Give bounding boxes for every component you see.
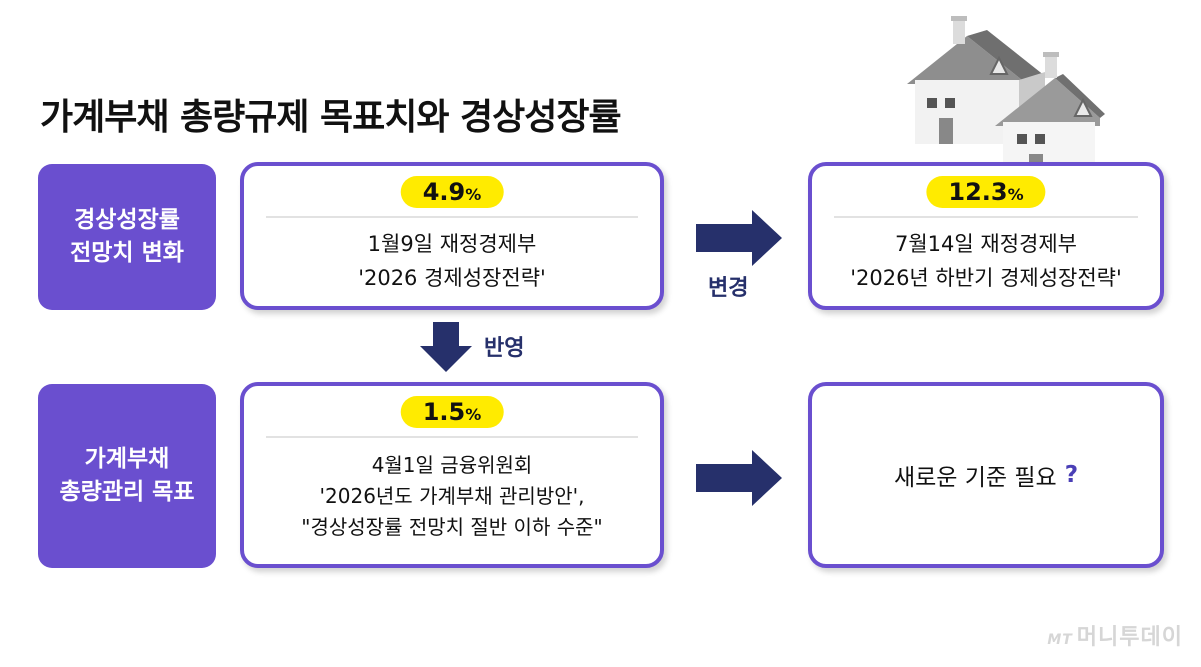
card-jan-forecast: 4.9% 1월9일 재정경제부 '2026 경제성장전략' [240, 162, 664, 310]
value-unit: % [465, 405, 482, 424]
question-mark: ? [1064, 462, 1079, 488]
value-badge: 12.3% [926, 176, 1046, 208]
side-label-line: 전망치 변화 [70, 240, 184, 266]
card-line: 7월14일 재정경제부 [895, 232, 1077, 256]
value-number: 4.9 [422, 178, 466, 206]
divider [834, 216, 1138, 218]
card-description: 4월1일 금융위원회 '2026년도 가계부채 관리방안', "경상성장률 전망… [244, 450, 660, 543]
card-line: "경상성장률 전망치 절반 이하 수준" [301, 515, 603, 539]
arrow-right-icon [696, 210, 782, 266]
value-number: 12.3 [948, 178, 1008, 206]
card-line: '2026 경제성장전략' [358, 265, 546, 290]
value-unit: % [465, 185, 482, 204]
side-label-line: 경상성장률 [74, 206, 180, 233]
divider [266, 216, 638, 218]
value-badge: 1.5% [400, 396, 504, 428]
side-label-line: 가계부채 [84, 445, 170, 472]
arrow-down-icon [420, 322, 472, 372]
card-description: 7월14일 재정경제부 '2026년 하반기 경제성장전략' [812, 228, 1160, 295]
card-description: 1월9일 재정경제부 '2026 경제성장전략' [244, 228, 660, 295]
card-line: 1월9일 재정경제부 [367, 232, 537, 256]
card-line: '2026년 하반기 경제성장전략' [850, 265, 1122, 290]
side-label-growth-forecast: 경상성장률 전망치 변화 [38, 164, 216, 310]
side-label-line: 총량관리 목표 [59, 479, 195, 505]
card-jul-forecast: 12.3% 7월14일 재정경제부 '2026년 하반기 경제성장전략' [808, 162, 1164, 310]
page-title: 가계부채 총량규제 목표치와 경상성장률 [40, 97, 622, 138]
value-number: 1.5 [422, 398, 466, 426]
side-label-debt-target: 가계부채 총량관리 목표 [38, 384, 216, 568]
card-apr-target: 1.5% 4월1일 금융위원회 '2026년도 가계부채 관리방안', "경상성… [240, 382, 664, 568]
arrow-label-change: 변경 [708, 276, 749, 301]
new-standard-text: 새로운 기준 필요 [893, 465, 1057, 491]
card-new-standard: 새로운 기준 필요 ? [808, 382, 1164, 568]
arrow-right-icon [696, 450, 782, 506]
card-description: 새로운 기준 필요 ? [812, 386, 1160, 564]
value-unit: % [1007, 185, 1024, 204]
houses-illustration [907, 16, 1105, 176]
value-badge: 4.9% [400, 176, 504, 208]
card-line: '2026년도 가계부채 관리방안', [319, 484, 585, 508]
arrow-label-reflect: 반영 [484, 336, 525, 361]
watermark-mt: MT [1047, 632, 1073, 648]
card-line: 4월1일 금융위원회 [371, 453, 533, 477]
watermark-text: 머니투데이 [1076, 625, 1183, 650]
divider [266, 436, 638, 438]
